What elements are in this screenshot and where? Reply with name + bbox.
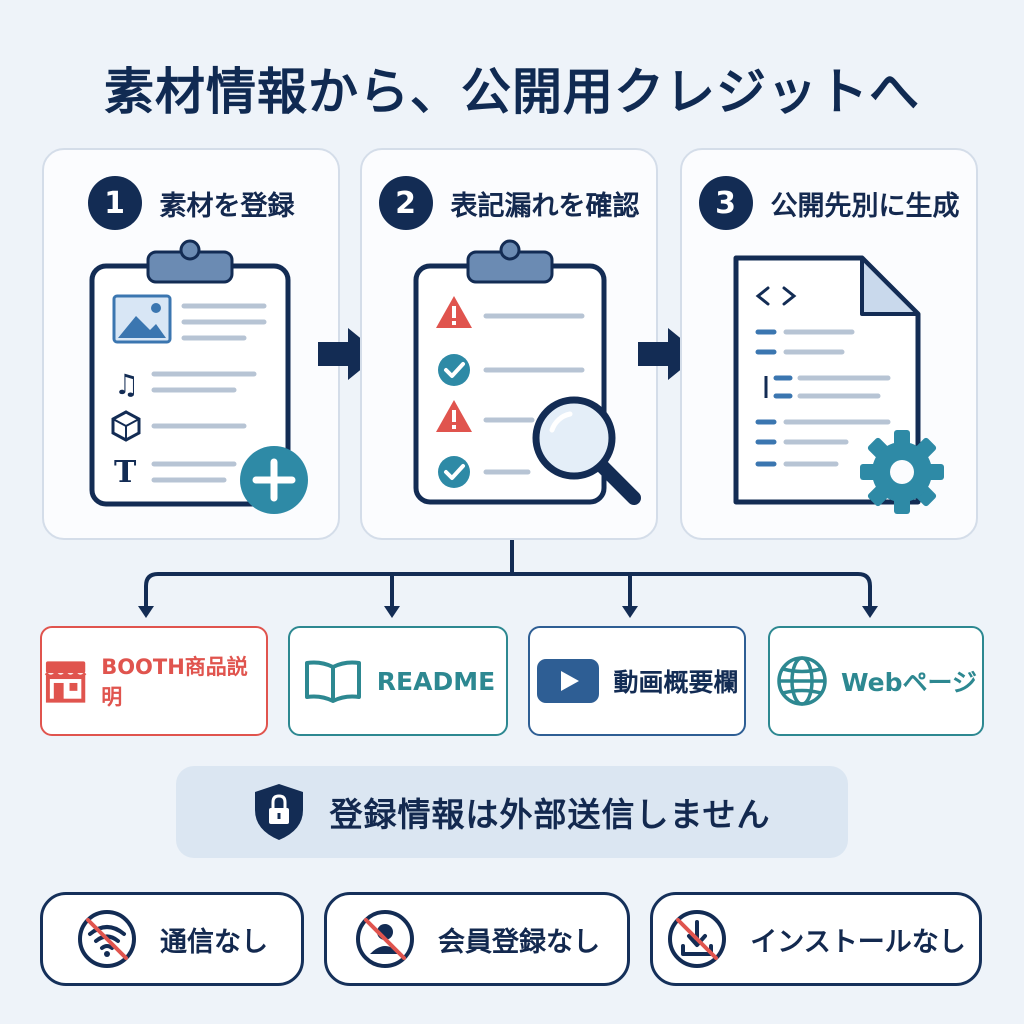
badge-label: 通信なし <box>160 926 268 958</box>
destination-label: BOOTH商品説明 <box>101 655 248 709</box>
document-gear-icon <box>733 255 944 514</box>
shop-icon <box>44 661 87 703</box>
step-label: 素材を登録 <box>159 190 295 222</box>
svg-text:♫: ♫ <box>114 368 139 401</box>
arrow-right-icon <box>638 328 700 380</box>
arrow-right-icon <box>318 328 380 380</box>
play-icon <box>537 659 600 703</box>
destination-label: 動画概要欄 <box>613 668 739 697</box>
step-card-generate: 3 公開先別に生成 <box>680 148 978 540</box>
privacy-notice: 登録情報は外部送信しません <box>176 766 848 858</box>
badge-label: 会員登録なし <box>438 926 600 958</box>
globe-icon <box>777 656 827 706</box>
step-label: 公開先別に生成 <box>770 190 960 222</box>
book-icon <box>304 660 361 703</box>
badge-no-account: 会員登録なし <box>324 892 630 986</box>
no-account-icon <box>356 910 414 968</box>
destination-booth: BOOTH商品説明 <box>40 626 268 736</box>
step-number: 3 <box>698 176 753 230</box>
badge-label: インストールなし <box>750 926 966 958</box>
clipboard-check-icon <box>413 239 641 505</box>
no-wifi-icon <box>78 910 136 968</box>
no-download-icon <box>668 910 727 968</box>
step-card-register: 1 素材を登録 ♫ T <box>42 148 340 540</box>
step-number: 2 <box>378 176 433 230</box>
svg-text:T: T <box>114 455 137 490</box>
clipboard-add-icon: ♫ T <box>89 239 308 514</box>
page-title: 素材情報から、公開用クレジットへ <box>104 63 920 121</box>
badge-no-install: インストールなし <box>650 892 982 986</box>
step-card-check: 2 表記漏れを確認 <box>360 148 658 540</box>
badge-no-network: 通信なし <box>40 892 304 986</box>
branch-connector <box>138 540 878 618</box>
destination-label: Webページ <box>840 668 978 697</box>
step-label: 表記漏れを確認 <box>450 190 640 222</box>
shield-lock-icon <box>255 784 304 840</box>
step-number: 1 <box>87 176 142 230</box>
destination-web: Webページ <box>768 626 984 736</box>
privacy-notice-text: 登録情報は外部送信しません <box>329 795 771 834</box>
destination-readme: README <box>288 626 508 736</box>
destination-label: README <box>376 666 496 696</box>
destination-video: 動画概要欄 <box>528 626 746 736</box>
